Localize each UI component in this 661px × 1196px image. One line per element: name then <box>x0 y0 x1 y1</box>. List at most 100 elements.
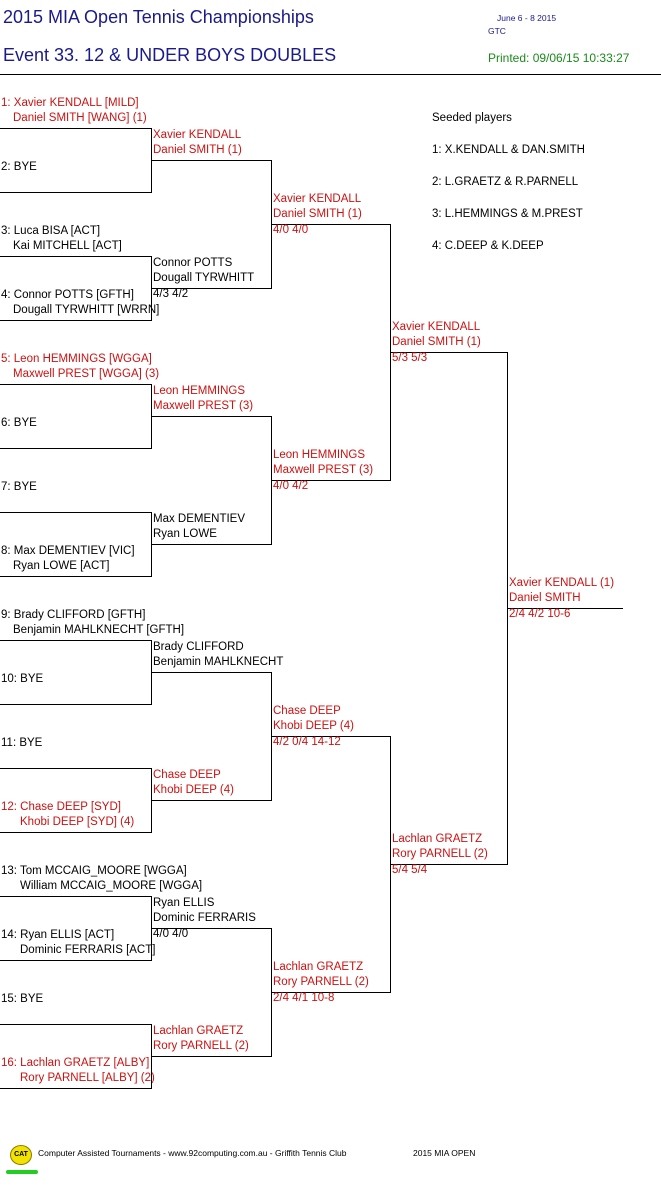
bracket-line <box>152 1056 272 1057</box>
team-player-2: Daniel SMITH (1) <box>273 208 362 220</box>
team-player-2: Maxwell PREST [WGGA] (3) <box>13 368 160 380</box>
team-player-1: 5: Leon HEMMINGS [WGGA] <box>1 353 152 365</box>
match-score: 2/4 4/2 10-6 <box>509 608 571 620</box>
logo-underline <box>6 1170 38 1174</box>
team-player-1: 11: BYE <box>1 737 43 749</box>
event-title: Event 33. 12 & UNDER BOYS DOUBLES <box>3 45 337 65</box>
footer-event: 2015 MIA OPEN <box>413 1148 476 1158</box>
bracket-line <box>0 256 152 257</box>
bracket-line <box>0 896 152 897</box>
team-player-1: Brady CLIFFORD <box>153 641 244 653</box>
bracket-line <box>0 512 152 513</box>
team-player-2: William MCCAIG_MOORE [WGGA] <box>20 880 203 892</box>
team-player-1: 13: Tom MCCAIG_MOORE [WGGA] <box>1 865 187 877</box>
team-player-2: Benjamin MAHLKNECHT [GFTH] <box>13 624 185 636</box>
tournament-title: 2015 MIA Open Tennis Championships <box>3 7 314 27</box>
team-player-2: Dominic FERRARIS [ACT] <box>20 944 156 956</box>
match-score: 4/0 4/0 <box>273 224 309 236</box>
team-player-1: 3: Luca BISA [ACT] <box>1 225 101 237</box>
bracket-connector <box>151 640 152 705</box>
match-score: 5/3 5/3 <box>392 352 428 364</box>
bracket-line <box>391 352 508 353</box>
printed-timestamp: Printed: 09/06/15 10:33:27 <box>488 51 630 65</box>
team-player-1: Xavier KENDALL <box>273 193 362 205</box>
seeded-entry: 2: L.GRAETZ & R.PARNELL <box>432 176 579 188</box>
bracket-line <box>272 224 391 225</box>
bracket-line <box>0 960 152 961</box>
team-player-2: Khobi DEEP (4) <box>153 784 234 796</box>
team-player-2: Dougall TYRWHITT <box>153 272 255 284</box>
team-player-1: 16: Lachlan GRAETZ [ALBY] <box>1 1057 150 1069</box>
bracket-connector <box>151 512 152 577</box>
team-player-1: 1: Xavier KENDALL [MILD] <box>1 97 139 109</box>
bracket-line <box>152 800 272 801</box>
bracket-line <box>152 416 272 417</box>
team-player-2: Daniel SMITH (1) <box>392 336 481 348</box>
bracket-line <box>0 192 152 193</box>
team-player-1: Connor POTTS <box>153 257 233 269</box>
team-player-2: Khobi DEEP [SYD] (4) <box>20 816 135 828</box>
bracket-line <box>152 928 272 929</box>
bracket-line <box>0 128 152 129</box>
team-player-1: Ryan ELLIS <box>153 897 215 909</box>
header-divider <box>0 74 661 75</box>
team-player-1: Leon HEMMINGS <box>153 385 246 397</box>
bracket-line <box>272 992 391 993</box>
bracket-connector <box>507 352 508 865</box>
match-score: 4/3 4/2 <box>153 288 189 300</box>
bracket-line <box>508 608 623 609</box>
team-player-1: 14: Ryan ELLIS [ACT] <box>1 929 115 941</box>
team-player-1: 2: BYE <box>1 161 37 173</box>
team-player-2: Rory PARNELL [ALBY] (2) <box>20 1072 155 1084</box>
bracket-connector <box>151 128 152 193</box>
team-player-1: 8: Max DEMENTIEV [VIC] <box>1 545 135 557</box>
footer-credit: Computer Assisted Tournaments - www.92co… <box>38 1148 347 1158</box>
team-player-1: Lachlan GRAETZ <box>273 961 364 973</box>
bracket-connector <box>151 896 152 961</box>
bracket-line <box>0 640 152 641</box>
team-player-1: Lachlan GRAETZ <box>153 1025 244 1037</box>
bracket-connector <box>151 256 152 321</box>
match-score: 4/2 0/4 14-12 <box>273 736 341 748</box>
venue-code: GTC <box>488 26 506 36</box>
team-player-1: Leon HEMMINGS <box>273 449 366 461</box>
match-score: 4/0 4/0 <box>153 928 189 940</box>
match-score: 5/4 5/4 <box>392 864 428 876</box>
team-player-1: 12: Chase DEEP [SYD] <box>1 801 121 813</box>
team-player-2: Kai MITCHELL [ACT] <box>13 240 122 252</box>
seeded-entry: 1: X.KENDALL & DAN.SMITH <box>432 144 585 156</box>
team-player-2: Dougall TYRWHITT [WRRN] <box>13 304 160 316</box>
seeded-entry: 4: C.DEEP & K.DEEP <box>432 240 544 252</box>
team-player-1: Xavier KENDALL <box>392 321 481 333</box>
cat-logo: CAT <box>10 1145 32 1165</box>
bracket-line <box>152 672 272 673</box>
team-player-1: Xavier KENDALL (1) <box>509 577 615 589</box>
team-player-1: Chase DEEP <box>153 769 221 781</box>
seeded-entry: 3: L.HEMMINGS & M.PREST <box>432 208 583 220</box>
team-player-2: Daniel SMITH (1) <box>153 144 242 156</box>
bracket-line <box>152 288 272 289</box>
team-player-2: Benjamin MAHLKNECHT <box>153 656 284 668</box>
team-player-1: Max DEMENTIEV <box>153 513 246 525</box>
event-dates: June 6 - 8 2015 <box>497 13 557 23</box>
bracket-connector <box>271 672 272 801</box>
match-score: 4/0 4/2 <box>273 480 309 492</box>
team-player-2: Maxwell PREST (3) <box>153 400 254 412</box>
team-player-2: Ryan LOWE [ACT] <box>13 560 110 572</box>
bracket-connector <box>271 928 272 1057</box>
team-player-1: 4: Connor POTTS [GFTH] <box>1 289 134 301</box>
bracket-line <box>391 864 508 865</box>
bracket-connector <box>390 736 391 993</box>
team-player-2: Daniel SMITH [WANG] (1) <box>13 112 147 124</box>
bracket-line <box>0 768 152 769</box>
team-player-1: Lachlan GRAETZ <box>392 833 483 845</box>
bracket-line <box>272 736 391 737</box>
team-player-2: Khobi DEEP (4) <box>273 720 354 732</box>
team-player-2: Rory PARNELL (2) <box>273 976 369 988</box>
team-player-1: Chase DEEP <box>273 705 341 717</box>
bracket-line <box>0 1088 152 1089</box>
bracket-line <box>0 448 152 449</box>
team-player-2: Rory PARNELL (2) <box>153 1040 249 1052</box>
bracket-line <box>0 384 152 385</box>
team-player-2: Daniel SMITH <box>509 592 581 604</box>
